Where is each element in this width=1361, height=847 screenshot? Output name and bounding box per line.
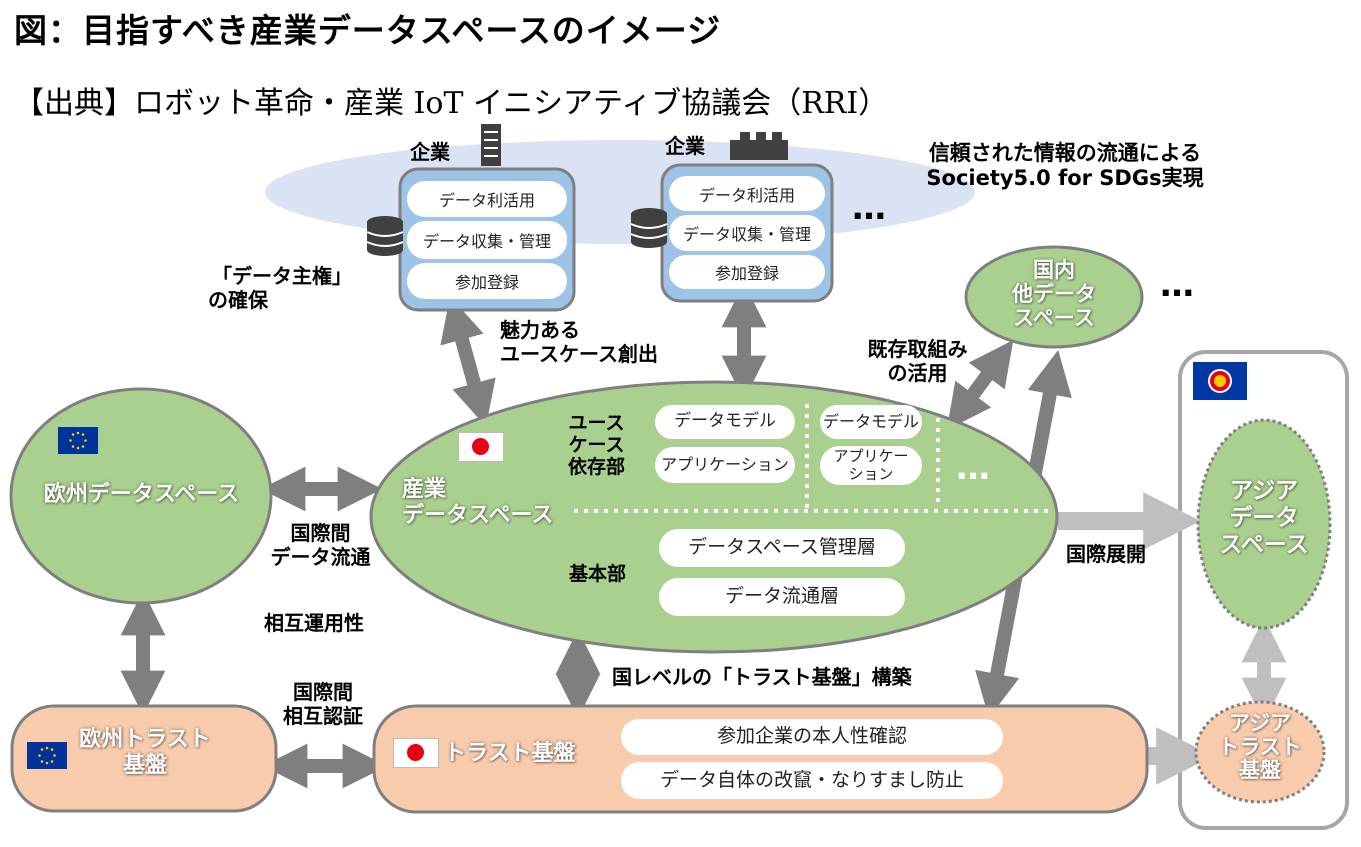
enterprise-ellipsis: …	[852, 188, 886, 228]
asia-ds-line-3: スペース	[1219, 532, 1309, 559]
usecase-section-line-3: 依存部	[568, 455, 626, 478]
database-icon-2	[630, 208, 668, 248]
existing-efforts-line-1: 既存取組み	[867, 337, 968, 361]
arrow-enterprise1-industrial	[440, 296, 496, 427]
usecase-ellipsis: …	[956, 448, 990, 488]
top-note: 信頼された情報の流通による Society5.0 for SDGs実現	[900, 141, 1230, 191]
asia-trust-line-3: 基盤	[1239, 758, 1281, 783]
application-pill-2: アプリケー ション	[820, 446, 922, 485]
intl-mutual-auth-label: 国際間 相互認証	[273, 680, 373, 728]
domestic-ds-line-2: 他データ	[1012, 282, 1096, 307]
europe-trust-line-2: 基盤	[122, 753, 167, 779]
europe-trust-line-1: 欧州トラスト	[79, 727, 211, 752]
asia-trust-ellipse	[1194, 700, 1326, 804]
domestic-ds-line-1: 国内	[1033, 258, 1075, 282]
base-section-label: 基本部	[569, 563, 627, 585]
trust-item-identity: 参加企業の本人性確認	[621, 719, 1003, 755]
asia-ds-line-2: データ	[1229, 505, 1299, 532]
intl-data-flow-label: 国際間 データ流通	[258, 521, 383, 569]
database-icon-1	[366, 216, 404, 256]
building-tall-icon	[481, 124, 501, 166]
eu-flag-icon-1	[58, 427, 98, 454]
factory-icon	[730, 132, 788, 160]
usecase-section-line-1: ユース	[568, 412, 625, 434]
page-title: 図：目指すべき産業データスペースのイメージ	[14, 11, 722, 50]
asia-trust-label: アジア トラスト 基盤	[1200, 711, 1320, 783]
intl-mutual-auth-line-2: 相互認証	[283, 704, 363, 728]
data-model-pill-2: データモデル	[820, 405, 922, 439]
application-pill-2-line-2: ション	[848, 464, 894, 483]
enterprise-2-layer-utilization: データ利活用	[669, 176, 825, 211]
domestic-ds-ellipse	[964, 245, 1144, 349]
intl-mutual-auth-line-1: 国際間	[293, 680, 353, 704]
intl-data-flow-line-1: 国際間	[290, 521, 351, 545]
arrows	[120, 282, 1287, 789]
japan-flag-icon	[458, 432, 504, 462]
interoperability-label: 相互運用性	[264, 611, 364, 635]
enterprise-1-label: 企業	[410, 140, 450, 164]
europe-trust-label: 欧州トラスト 基盤	[70, 727, 220, 780]
top-note-line-1: 信頼された情報の流通による	[928, 141, 1202, 165]
enterprise-1-layer-utilization: データ利活用	[407, 181, 567, 217]
industrial-ds-dividers	[574, 404, 1054, 513]
national-trust-label: 国レベルの「トラスト基盤」構築	[612, 665, 912, 689]
existing-efforts-label: 既存取組み の活用	[855, 337, 980, 385]
enterprise-1-layer-collection: データ収集・管理	[407, 221, 567, 259]
europe-trust-box	[10, 704, 278, 813]
enterprise-2-layer-registration: 参加登録	[669, 255, 825, 289]
data-sovereignty-label: 「データ主権」 の確保	[208, 264, 352, 312]
europe-ds-label: 欧州データスペース	[43, 482, 240, 507]
data-sovereignty-line-1: 「データ主権」	[212, 264, 352, 288]
attractive-usecase-line-1: 魅力ある	[500, 318, 580, 342]
domestic-ds-line-3: スペース	[1013, 306, 1095, 331]
asia-ds-label: アジア データ スペース	[1204, 478, 1324, 559]
trust-item-tamper: データ自体の改竄・なりすまし防止	[621, 762, 1003, 799]
domestic-ellipsis: …	[1160, 265, 1194, 305]
source-citation: 【出典】ロボット革命・産業 IoT イニシアティブ協議会（RRI）	[14, 86, 889, 121]
industrial-ds-line-2: データスペース	[402, 503, 554, 529]
domestic-ds-label: 国内 他データ スペース	[984, 258, 1124, 330]
trust-base-label: トラスト基盤	[444, 741, 576, 766]
japan-flag-icon-2	[393, 738, 439, 768]
application-pill-2-line-1: アプリケー	[833, 447, 909, 466]
asia-trust-line-2: トラスト	[1218, 734, 1302, 759]
usecase-section-label: ユース ケース 依存部	[568, 412, 626, 479]
asia-ds-line-1: アジア	[1229, 478, 1299, 504]
usecase-section-line-2: ケース	[568, 433, 625, 456]
existing-efforts-line-2: の活用	[887, 361, 948, 385]
industrial-ds-label: 産業 データスペース	[402, 477, 553, 530]
intl-data-flow-line-2: データ流通	[270, 545, 371, 569]
attractive-usecase-label: 魅力ある ユースケース創出	[500, 318, 658, 366]
data-sovereignty-line-2: の確保	[208, 288, 268, 312]
asia-trust-line-1: アジア	[1228, 711, 1292, 735]
data-flow-layer-pill: データ流通層	[659, 578, 905, 616]
asia-ds-ellipse	[1196, 418, 1332, 630]
application-pill-1: アプリケーション	[655, 447, 795, 483]
industrial-ds-line-1: 産業	[402, 477, 447, 502]
eu-flag-icon-2	[27, 742, 67, 769]
enterprise-2-layer-collection: データ収集・管理	[669, 215, 825, 251]
asean-flag-icon	[1193, 362, 1247, 400]
top-note-line-2: Society5.0 for SDGs実現	[926, 166, 1204, 191]
enterprise-2-label: 企業	[665, 134, 705, 158]
data-model-pill-1: データモデル	[655, 405, 795, 439]
intl-expansion-label: 国際展開	[1066, 542, 1146, 566]
attractive-usecase-line-2: ユースケース創出	[500, 342, 658, 366]
ds-mgmt-layer-pill: データスペース管理層	[659, 529, 905, 567]
enterprise-1-layer-registration: 参加登録	[407, 263, 567, 299]
